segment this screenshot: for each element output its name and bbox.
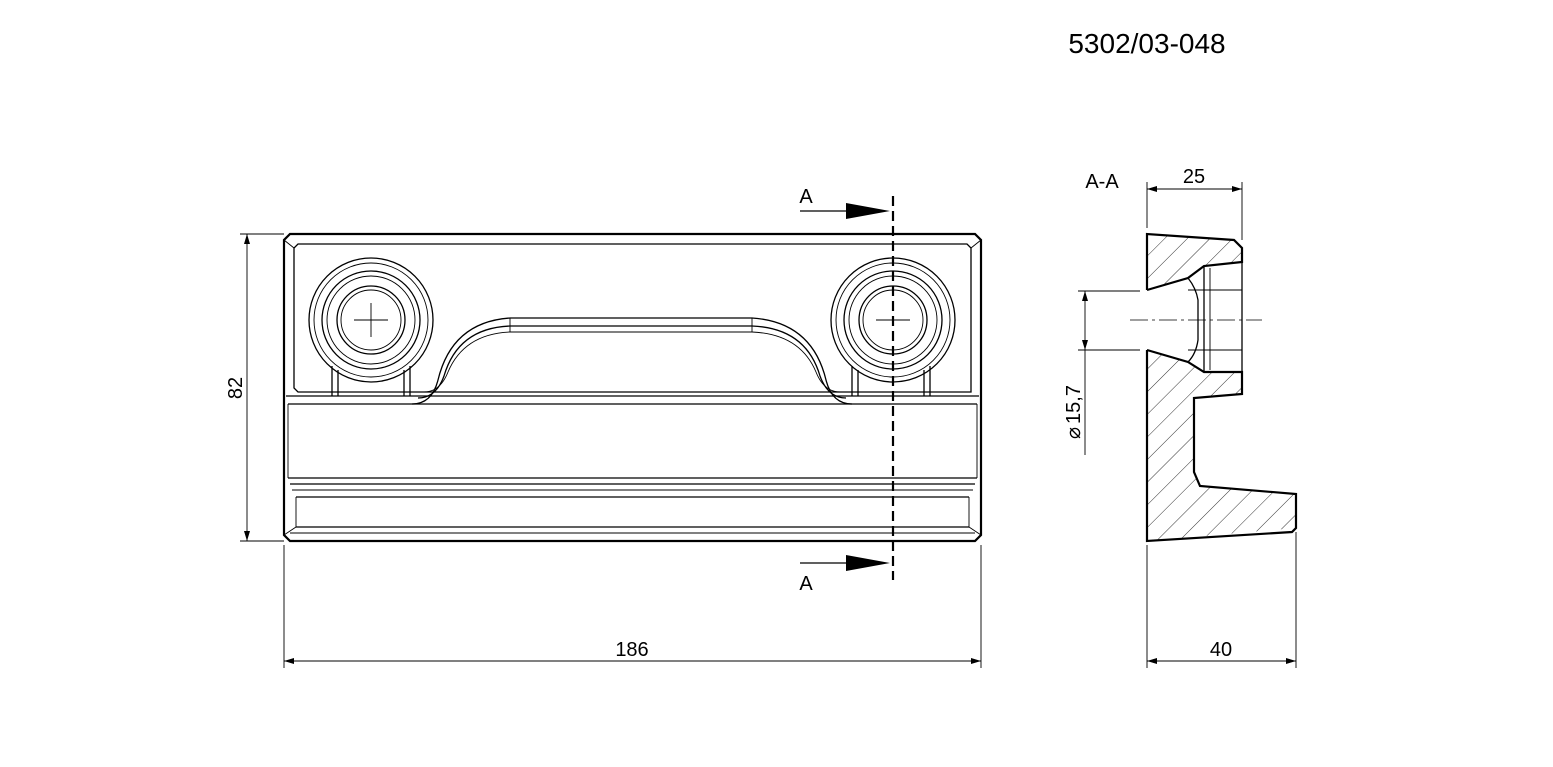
section-label-top: A: [799, 186, 813, 208]
front-inner-rim: [293, 243, 972, 393]
bottom-width-dimension: 40: [1146, 532, 1297, 668]
bottom-width-value: 40: [1210, 639, 1232, 661]
diameter-number: 15,7: [1063, 385, 1085, 424]
diameter-value: ⌀ 15,7: [1063, 385, 1085, 439]
section-view-title: A-A: [1085, 171, 1119, 193]
front-view: A A 82 186: [225, 186, 983, 668]
diameter-symbol: ⌀: [1063, 427, 1085, 439]
section-hatch-upper: [1147, 234, 1242, 290]
section-view: A-A 25 40: [1063, 166, 1298, 668]
central-recess: [411, 317, 853, 405]
height-dimension: 82: [225, 233, 284, 542]
section-hatch-lower: [1147, 350, 1296, 541]
section-arrow-top: [846, 203, 890, 219]
section-arrow-bottom: [846, 555, 890, 571]
part-number: 5302/03-048: [1068, 28, 1225, 59]
length-dimension: 186: [283, 545, 982, 668]
diameter-dimension: ⌀ 15,7: [1063, 290, 1140, 455]
left-mounting-boss: [308, 257, 434, 396]
section-label-bottom: A: [799, 573, 813, 595]
top-width-dimension: 25: [1146, 166, 1243, 240]
height-value: 82: [225, 377, 247, 399]
front-outline: [282, 232, 983, 543]
length-value: 186: [615, 639, 648, 661]
section-outline-upper: [1145, 232, 1244, 292]
top-width-value: 25: [1183, 166, 1205, 188]
